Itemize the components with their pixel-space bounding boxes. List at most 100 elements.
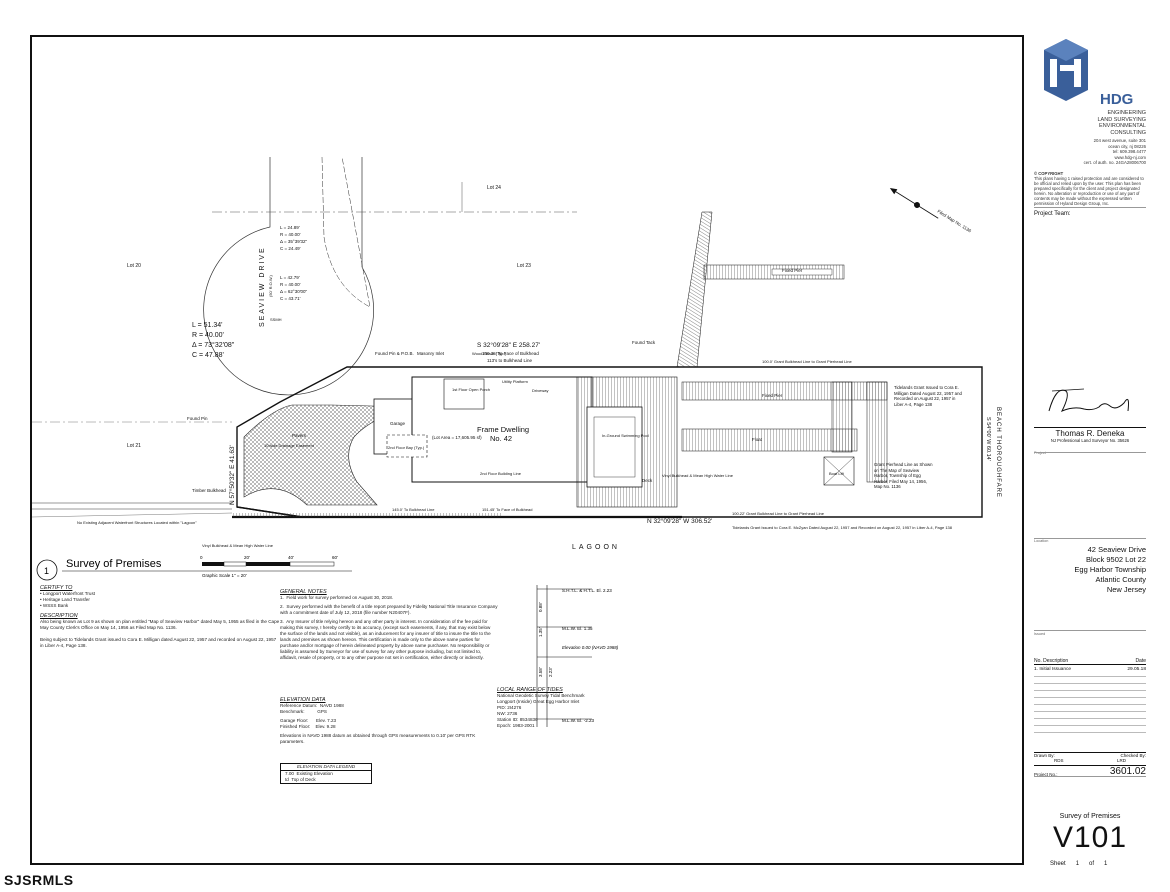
curve-main-l: L = 51.34' [192,322,222,329]
legend-row-1: 7.00 Existing Elevation [281,771,371,777]
rev-row-1-desc: 1. Initial Issuance [1034,667,1072,672]
signature-icon [1048,388,1129,412]
tide-dim-2: 1.35' [538,627,543,637]
drawn-by-label: Drawn By: [1034,753,1055,758]
rev-header-date: Date [1135,658,1146,664]
elevation-line-1: Reference Datum: NAVD 1988 [280,703,344,708]
sheet-title: Survey of Premises [1059,813,1121,820]
general-note-2: 2. Survey performed with the benefit of … [280,604,499,615]
found-tack-label: Found Tack [632,340,656,345]
tide-line-4: NW: 2736 [497,711,518,716]
elevation-line-4: Garage Floor: Elev. 7.23 [280,718,337,723]
tide-line-5: Station ID: 8534836 [497,717,538,722]
vinyl-left-label: Vinyl Bulkhead & Mean High Water Line [202,543,274,548]
copyright-text: This plans having 1 raised protection an… [1034,176,1144,206]
bay-label: 2nd Floor Bay (Typ.) [388,445,425,450]
filed-map-label: Filed Map No. 1136 [936,209,972,234]
certify-item-2-text: Heritage Land Transfer [42,597,90,602]
rev-line-8 [1034,725,1146,726]
location-label: Location [1034,539,1049,543]
tide-level-1: S.H.T.L. & H.T.L. El. 2.23 [562,588,612,593]
tide-dim-1: 0.88' [538,602,543,612]
issued-label: Issued [1034,632,1046,636]
street-name: SEAVIEW DRIVE [259,246,266,327]
rev-line-6 [1034,711,1146,712]
fixed-pier-upper-label: Fixed Pier [782,268,803,273]
signer-title: NJ Professional Land Surveyor No. 35626 [1050,438,1130,443]
tide-diagram: S.H.T.L. & H.T.L. El. 2.23 M.L.W. El. 1.… [536,585,619,727]
site-plan-drawing: Lot 20 Lot 21 Lot 23 Lot 24 SEAVIEW DRIV… [32,156,1001,727]
sheet-total: 1 [1104,861,1108,867]
wood-fence-label: Wood Fence (Typ.) [472,351,507,356]
building-line-label: 2nd Floor Building Line [480,471,522,476]
to-bulkhead-2: 151.45' To Face of Bulkhead [482,507,533,512]
drawn-checked-block: Drawn By: Checked By: RDS LRD [1034,752,1146,763]
scale-0: 0 [200,555,203,560]
address-line-4: Atlantic County [1095,575,1146,584]
legend-row-2: td Top of Deck [281,777,371,783]
sheet-of: of [1089,861,1095,867]
tide-dim-3: 2.23' [548,667,553,677]
revision-row-1: 1. Initial Issuance 29.05.18 [1034,667,1146,672]
curve-a-l: L = 24.89' [280,225,300,230]
deck-label: Deck [642,478,653,483]
tide-line-1: National Geodetic Survey Tidal Benchmark [497,693,585,698]
certify-item-3-text: WSSS Bank [42,603,69,608]
lot-24-label: Lot 24 [487,185,501,191]
address-line-3: Egg Harbor Township [1074,565,1146,574]
lot-20-label: Lot 20 [127,263,141,269]
porch-label: 1st Floor Open Porch [452,387,490,392]
bearing-bottom: N 32°09'28" W 306.52' [647,517,712,525]
rev-header-desc: No. Description [1034,658,1069,664]
pool [586,406,643,488]
curve-b-delta: Δ = 62°30'00" [280,289,308,294]
bay [386,434,428,458]
bearing-top-sub: 130.35' To Face of Bulkhead [482,351,539,356]
company-address: 204 west avenue, suite 301 ocean city, n… [1060,138,1146,166]
project-no: 3601.02 [1109,766,1146,777]
tb-divider-3 [1034,538,1146,539]
curve-a-delta: Δ = 35°39'32" [280,239,308,244]
tide-level-3: Elevation 0.00 (NAVD 1988) [562,645,619,650]
garage-label: Garage [390,421,406,426]
address-1: 204 west avenue, suite 301 [1093,138,1146,143]
to-bulkhead-1: 145.0' To Bulkhead Line [392,507,435,512]
dwelling-label: Frame Dwelling [477,425,529,434]
curve-b-c: C = 43.71' [280,296,301,301]
curve-a-c: C = 24.49' [280,246,301,251]
tide-head: LOCAL RANGE OF TIDES [497,687,563,693]
copyright-head: © COPYRIGHT [1034,171,1064,176]
utility-label: Utility Platform [502,379,528,384]
masonry-label: Masonry Inlet [417,351,445,356]
signer-name: Thomas R. Deneka [1034,427,1146,438]
bearing-left: N 57°50'32" E 41.63' [228,445,236,505]
certify-item-2: • Heritage Land Transfer [40,597,90,602]
dwelling-number: No. 42 [490,434,512,443]
sheet-count: Sheet 1 of 1 [1050,861,1140,867]
found-pin-label: Found Pin [187,416,208,421]
curve-main-delta: Δ = 73°32'08" [192,341,235,349]
tb-divider-5 [1034,776,1146,777]
fixed-pier-label: Fixed Pier [762,393,783,398]
rev-line-1 [1034,676,1146,677]
ssmh-label: SSMH [270,317,282,322]
curve-main-r: R = 40.00' [192,332,224,339]
sheet-num: 1 [1075,861,1080,867]
timber-label: Timber Bulkhead [192,488,226,493]
tb-divider-1 [1034,207,1146,208]
rev-line-4 [1034,697,1146,698]
project-no-label: Project No.: [1034,772,1058,777]
porch [443,378,485,410]
rev-line-9 [1034,732,1146,733]
elevation-legend: ELEVATION DATA LEGEND 7.00 Existing Elev… [280,763,372,784]
legend-row-2-code: td [285,777,289,782]
general-note-3: 3. Any Insurer of title relying hereon a… [280,619,492,660]
copyright-block: © COPYRIGHT This plans having 1 raised p… [1034,171,1146,206]
description-text: Also being known as Lot 9 as shown on pl… [40,619,280,648]
service-3: ENVIRONMENTAL CONSULTING [1099,123,1146,136]
mls-watermark: SJSRMLS [4,872,74,888]
elevation-line-5: Finished Floor: Elev. 9.28 [280,724,336,729]
bearing-top: S 32°09'28" E 258.27' [477,341,540,349]
drainage-label: 10'wide Drainage Easement [264,443,315,448]
certify-item-3: • WSSS Bank [40,603,69,608]
